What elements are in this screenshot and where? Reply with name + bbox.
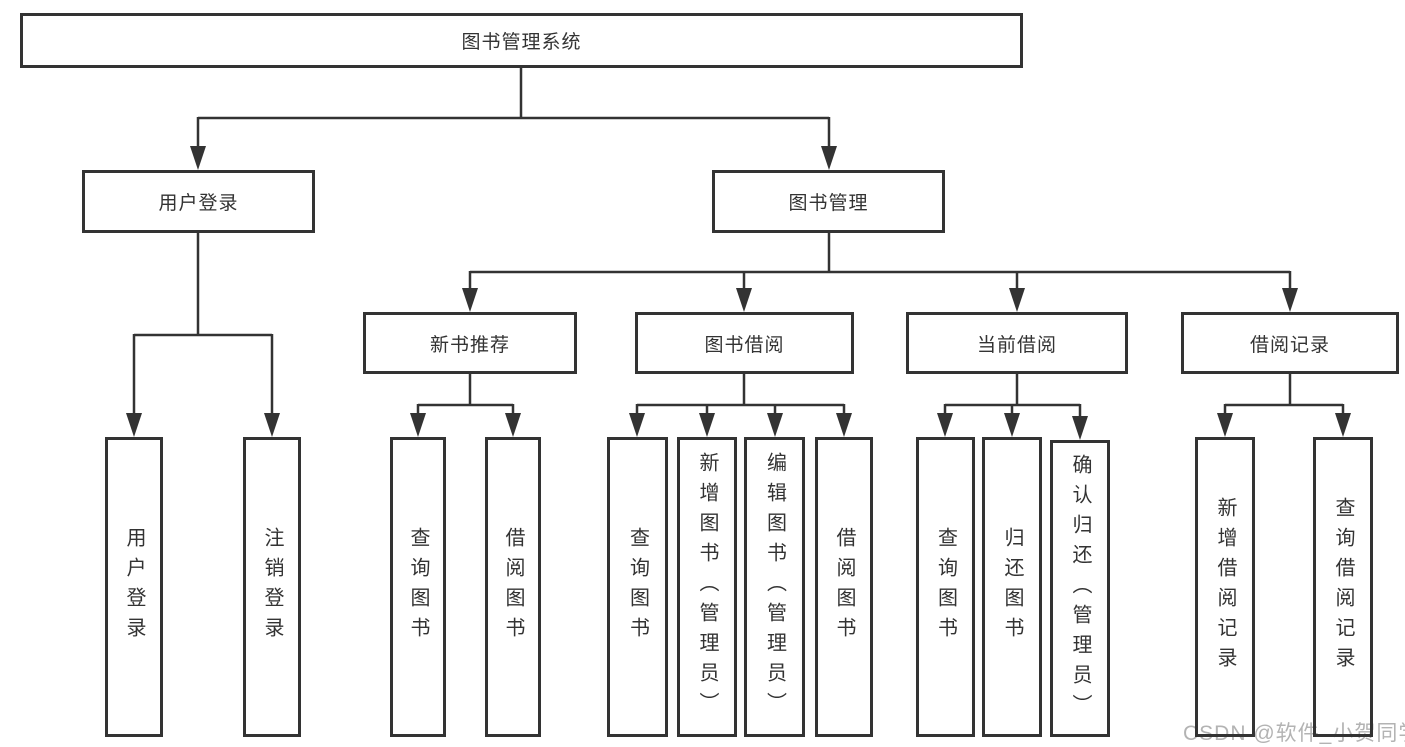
node-current-borrow: 当前借阅 — [906, 312, 1128, 374]
leaf-query-books-current: 查询图书 — [916, 437, 975, 737]
arrowheads — [126, 146, 1351, 440]
leaf-query-borrow-record: 查询借阅记录 — [1313, 437, 1373, 737]
node-label: 借阅图书 — [833, 527, 855, 647]
node-label: 查询借阅记录 — [1332, 497, 1354, 677]
node-label: 用户登录 — [123, 527, 145, 647]
csdn-watermark: CSDN @软件_小贺同学 — [1183, 722, 1405, 745]
node-book-borrow: 图书借阅 — [635, 312, 854, 374]
node-label: 新增借阅记录 — [1214, 497, 1236, 677]
node-root-library-management-system: 图书管理系统 — [20, 13, 1023, 68]
leaf-add-borrow-record: 新增借阅记录 — [1195, 437, 1255, 737]
node-book-management: 图书管理 — [712, 170, 945, 233]
leaf-edit-books-admin: 编辑图书（管理员） — [744, 437, 805, 737]
node-label: 新书推荐 — [429, 334, 510, 356]
leaf-query-books-recommend: 查询图书 — [390, 437, 446, 737]
node-label: 图书借阅 — [704, 334, 785, 356]
node-label: 图书管理系统 — [461, 32, 582, 53]
node-label: 用户登录 — [158, 193, 239, 214]
leaf-borrow-books: 借阅图书 — [815, 437, 873, 737]
node-user-login: 用户登录 — [82, 170, 315, 233]
node-label: 查询图书 — [626, 527, 649, 647]
leaf-borrow-books-recommend: 借阅图书 — [485, 437, 541, 737]
node-label: 注销登录 — [261, 527, 283, 647]
node-label: 图书管理 — [788, 193, 869, 214]
node-label: 新增图书（管理员） — [696, 452, 718, 722]
node-borrow-record: 借阅记录 — [1181, 312, 1399, 374]
node-label: 确认归还（管理员） — [1069, 453, 1091, 724]
leaf-confirm-return-admin: 确认归还（管理员） — [1050, 440, 1110, 737]
node-label: 查询图书 — [407, 527, 429, 647]
node-new-book-recommend: 新书推荐 — [363, 312, 577, 374]
leaf-query-books-borrow: 查询图书 — [607, 437, 668, 737]
node-label: 查询图书 — [934, 527, 957, 647]
leaf-logout: 注销登录 — [243, 437, 301, 737]
leaf-return-books: 归还图书 — [982, 437, 1042, 737]
leaf-add-books-admin: 新增图书（管理员） — [677, 437, 737, 737]
node-label: 借阅图书 — [502, 527, 524, 647]
node-label: 当前借阅 — [976, 334, 1057, 356]
node-label: 编辑图书（管理员） — [763, 452, 786, 722]
node-label: 归还图书 — [1001, 527, 1023, 647]
node-label: 借阅记录 — [1249, 334, 1330, 356]
leaf-user-login: 用户登录 — [105, 437, 163, 737]
